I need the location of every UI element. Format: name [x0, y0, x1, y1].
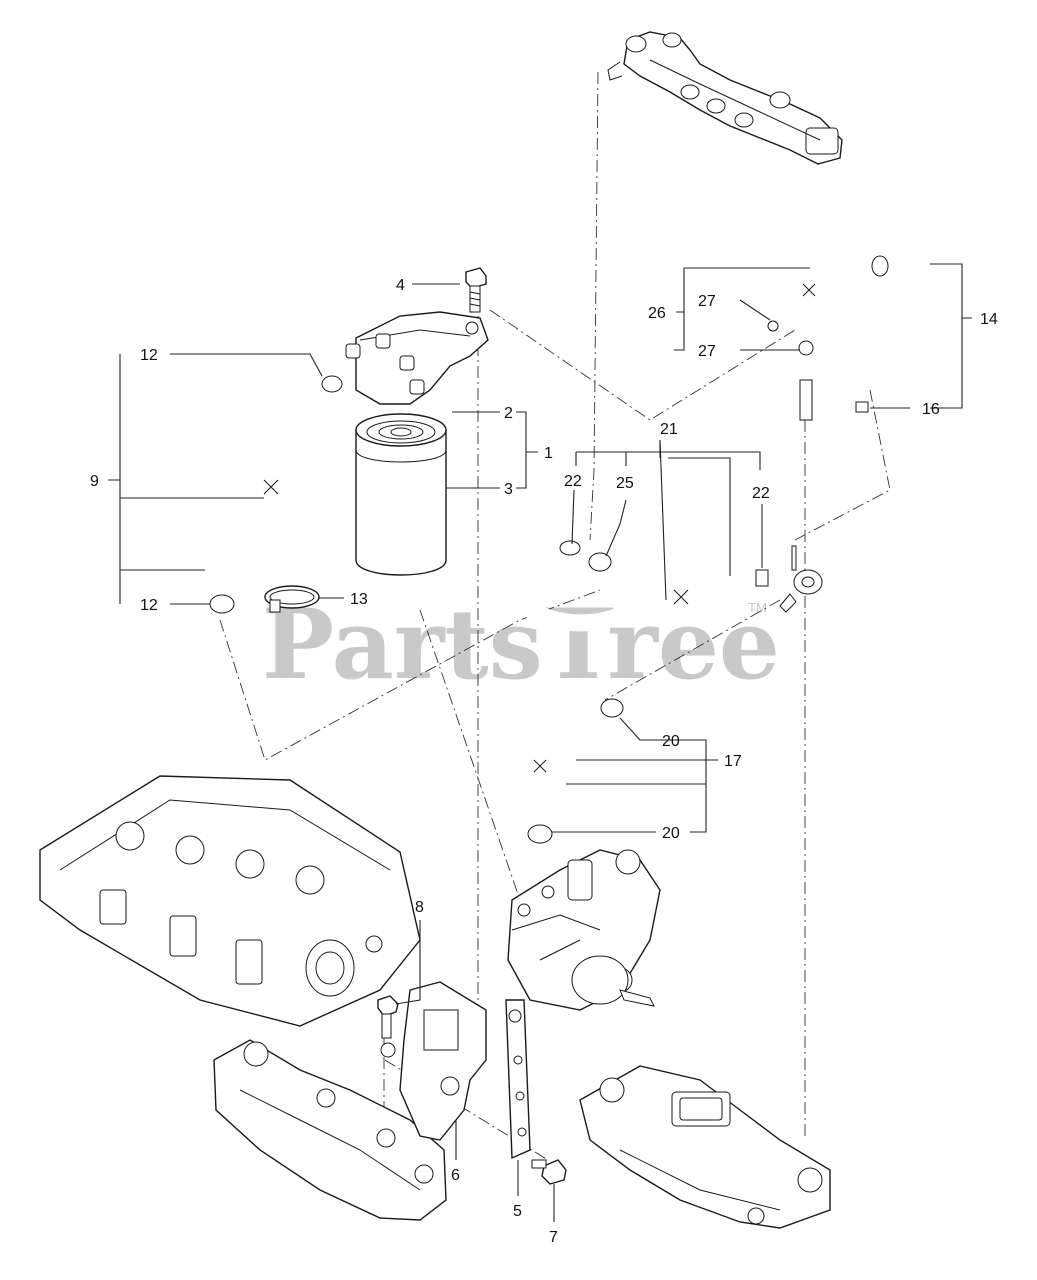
- watermark-trademark: TM: [748, 600, 767, 615]
- link-plate-5: [505, 999, 531, 1160]
- callout-9: 9: [90, 473, 99, 490]
- callout-21: 21: [660, 421, 678, 438]
- callout-25: 25: [616, 475, 634, 492]
- callout-17: 17: [724, 753, 742, 770]
- hose-9: [205, 375, 343, 614]
- hose-26: [767, 234, 889, 421]
- fuel-rail: [607, 31, 843, 165]
- callout-20-top: 20: [662, 733, 680, 750]
- callout-3: 3: [504, 481, 513, 498]
- callout-20-bottom: 20: [662, 825, 680, 842]
- injection-pump: [507, 849, 661, 1011]
- cylinder-head: [39, 775, 421, 1027]
- hose-21: [516, 540, 823, 632]
- callout-12-bottom: 12: [140, 597, 158, 614]
- callout-16: 16: [922, 401, 940, 418]
- bolt-4: [465, 267, 487, 313]
- callout-6: 6: [451, 1167, 460, 1184]
- leader-lines: [108, 263, 972, 1222]
- fuel-filter-cartridge: [355, 413, 447, 576]
- callout-8: 8: [415, 899, 424, 916]
- callout-26: 26: [648, 305, 666, 322]
- callout-13: 13: [350, 591, 368, 608]
- callout-7: 7: [549, 1229, 558, 1246]
- hose-17: [519, 698, 624, 844]
- callout-22-left: 22: [564, 473, 582, 490]
- callout-4: 4: [396, 277, 405, 294]
- return-line-14: [778, 170, 930, 413]
- bolt-8: [377, 995, 399, 1039]
- bracket-6: [380, 981, 487, 1141]
- callout-labels: 1 2 3 4 5 6 7 8 9 12 12 13 14 16 17 20 2…: [90, 277, 998, 1246]
- callout-1: 1: [544, 445, 553, 462]
- callout-14: 14: [980, 311, 998, 328]
- callout-27-top: 27: [698, 293, 716, 310]
- callout-5: 5: [513, 1203, 522, 1220]
- intake-manifold: [213, 1039, 447, 1221]
- callout-22-right: 22: [752, 485, 770, 502]
- callout-2: 2: [504, 405, 513, 422]
- callout-27-bottom: 27: [698, 343, 716, 360]
- exhaust-manifold: [579, 1065, 831, 1229]
- bolt-7: [531, 1159, 567, 1185]
- clamp-13: [264, 585, 320, 613]
- fuel-filter-head: [345, 311, 489, 405]
- callout-12-top: 12: [140, 347, 158, 364]
